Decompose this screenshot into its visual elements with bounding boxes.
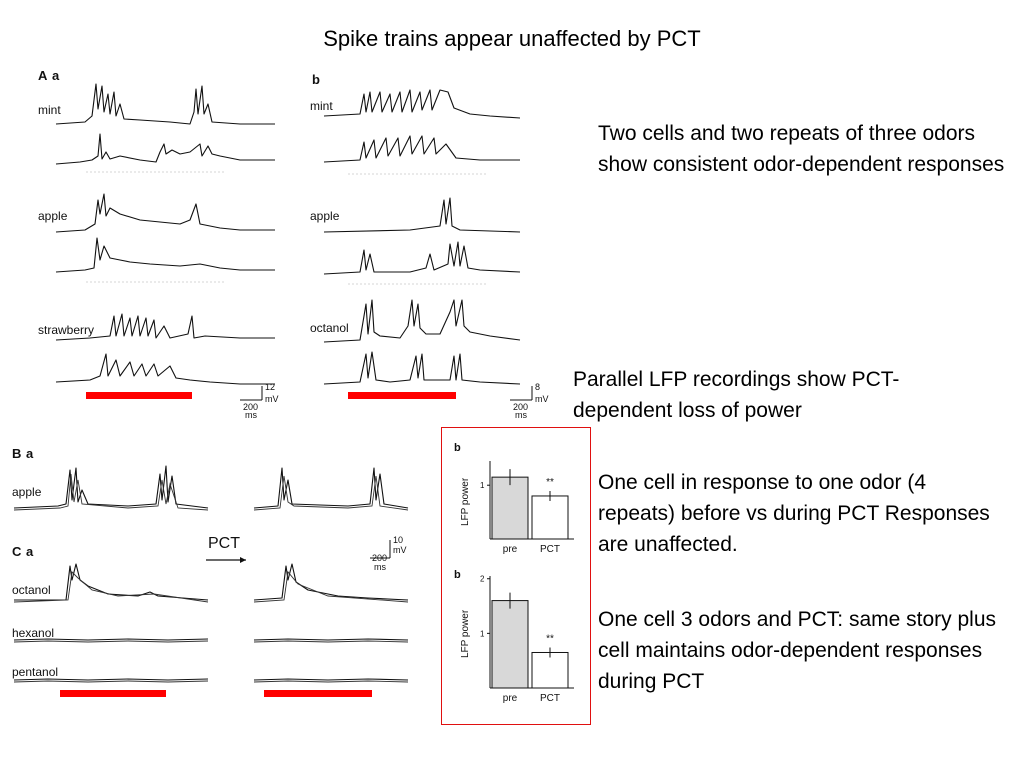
- trace-a-right-mint-1: [323, 89, 521, 119]
- lfp-y-axis-label: LFP power: [460, 477, 471, 526]
- odor-label-right-2: apple: [310, 209, 340, 223]
- trace-b-before: [13, 465, 209, 509]
- svg-text:mV: mV: [535, 394, 549, 404]
- lfp-significance-marker: **: [546, 477, 554, 488]
- lfp-category-label: pre: [503, 544, 518, 555]
- panel-letter-c: C: [12, 544, 22, 559]
- note-lfp-loss: Parallel LFP recordings show PCT-depende…: [573, 368, 900, 422]
- pct-arrow-icon: [206, 557, 246, 563]
- svg-text:ms: ms: [515, 410, 527, 420]
- odor-label-c-pentanol: pentanol: [12, 665, 58, 679]
- trace-c-pentanol-before: [13, 678, 209, 681]
- svg-text:mV: mV: [265, 394, 279, 404]
- trace-c-pentanol-during-overlay: [253, 680, 409, 683]
- lfp-bar-pre: [491, 600, 529, 689]
- figure-bc-pct: B a apple 10 mV 200 ms PCT C a octanol h…: [12, 446, 409, 697]
- svg-text:ms: ms: [245, 410, 257, 420]
- trace-a-left-strawberry-1: [55, 313, 275, 341]
- lfp-bar-pre: [491, 476, 529, 540]
- trace-a-left-strawberry-2: [55, 353, 275, 385]
- trace-a-right-octanol-1: [323, 299, 521, 343]
- lfp-y-tick-label: 1: [480, 629, 485, 638]
- odor-label-left-3: strawberry: [38, 323, 94, 337]
- lfp-y-tick-label: 1: [480, 481, 485, 490]
- stimulus-bar-c-during: [264, 690, 372, 697]
- trace-c-octanol-during: [253, 563, 409, 601]
- odor-label-right-1: mint: [310, 99, 333, 113]
- figure-a-spike-trains: A a b mint apple strawberry mint apple o…: [38, 68, 549, 420]
- lfp-significance-marker: **: [546, 633, 554, 644]
- trace-a-left-apple-1: [55, 193, 275, 233]
- trace-c-pentanol-during: [253, 678, 409, 681]
- trace-a-left-mint-1: [55, 83, 275, 125]
- slide-title: Spike trains appear unaffected by PCT: [323, 26, 701, 51]
- lfp-category-label: PCT: [540, 693, 560, 704]
- lfp-bar-pct: [531, 651, 569, 689]
- trace-c-hexanol-before: [13, 638, 209, 641]
- svg-text:ms: ms: [374, 562, 386, 572]
- svg-text:200: 200: [372, 553, 387, 563]
- lfp-y-tick-label: 2: [480, 575, 485, 584]
- odor-label-b-apple: apple: [12, 485, 42, 499]
- lfp-category-label: pre: [503, 693, 518, 704]
- trace-a-right-mint-2: [323, 135, 520, 163]
- svg-text:mV: mV: [393, 545, 407, 555]
- trace-c-octanol-before-overlay: [13, 571, 209, 603]
- trace-b-before-overlay: [13, 473, 209, 511]
- scale-bar-a-right: 8 mV 200 ms: [510, 382, 549, 420]
- panel-letter-a: A: [38, 68, 48, 83]
- note-one-cell-three-odors: One cell 3 odors and PCT: same story plu…: [598, 608, 997, 693]
- svg-text:200: 200: [513, 402, 528, 412]
- scale-bar-b: 10 mV 200 ms: [370, 535, 407, 572]
- trace-a-left-apple-2: [55, 237, 275, 273]
- trace-a-right-octanol-2: [323, 351, 521, 385]
- pct-arrow-label: PCT: [208, 535, 240, 552]
- trace-c-hexanol-during: [253, 638, 409, 641]
- odor-label-left-2: apple: [38, 209, 68, 223]
- panel-b-sub-a: a: [26, 446, 34, 461]
- stimulus-bar-a-right: [348, 392, 456, 399]
- lfp-power-box: [441, 427, 591, 725]
- panel-letter-b: B: [12, 446, 21, 461]
- svg-text:200: 200: [243, 402, 258, 412]
- trace-c-hexanol-during-overlay: [253, 640, 409, 643]
- lfp-panel-letter: b: [454, 442, 461, 454]
- odor-label-c-hexanol: hexanol: [12, 626, 54, 640]
- panel-sub-a: a: [52, 68, 60, 83]
- trace-b-during: [253, 467, 409, 509]
- trace-a-right-apple-2: [323, 241, 521, 275]
- lfp-category-label: PCT: [540, 544, 560, 555]
- panel-c-sub-a: a: [26, 544, 34, 559]
- trace-c-octanol-during-overlay: [253, 570, 409, 603]
- trace-a-left-mint-2: [55, 133, 275, 165]
- lfp-panel-letter: b: [454, 569, 461, 581]
- svg-text:12: 12: [265, 382, 275, 392]
- stimulus-bar-a-left: [86, 392, 192, 399]
- odor-label-c-octanol: octanol: [12, 583, 51, 597]
- lfp-bar-pct: [531, 495, 569, 540]
- svg-text:8: 8: [535, 382, 540, 392]
- odor-label-right-3: octanol: [310, 321, 349, 335]
- svg-text:10: 10: [393, 535, 403, 545]
- trace-c-pentanol-before-overlay: [13, 680, 209, 683]
- lfp-y-axis-label: LFP power: [460, 609, 471, 658]
- trace-b-during-overlay: [253, 475, 409, 511]
- panel-sub-b: b: [312, 72, 320, 87]
- note-consistent-responses: Two cells and two repeats of three odors…: [598, 122, 1005, 176]
- scale-bar-a-left: 12 mV 200 ms: [240, 382, 279, 420]
- odor-label-left-1: mint: [38, 103, 61, 117]
- trace-c-hexanol-before-overlay: [13, 640, 209, 643]
- note-one-cell-one-odor: One cell in response to one odor (4 repe…: [598, 471, 990, 556]
- trace-a-right-apple-1: [323, 197, 521, 233]
- stimulus-bar-c-before: [60, 690, 166, 697]
